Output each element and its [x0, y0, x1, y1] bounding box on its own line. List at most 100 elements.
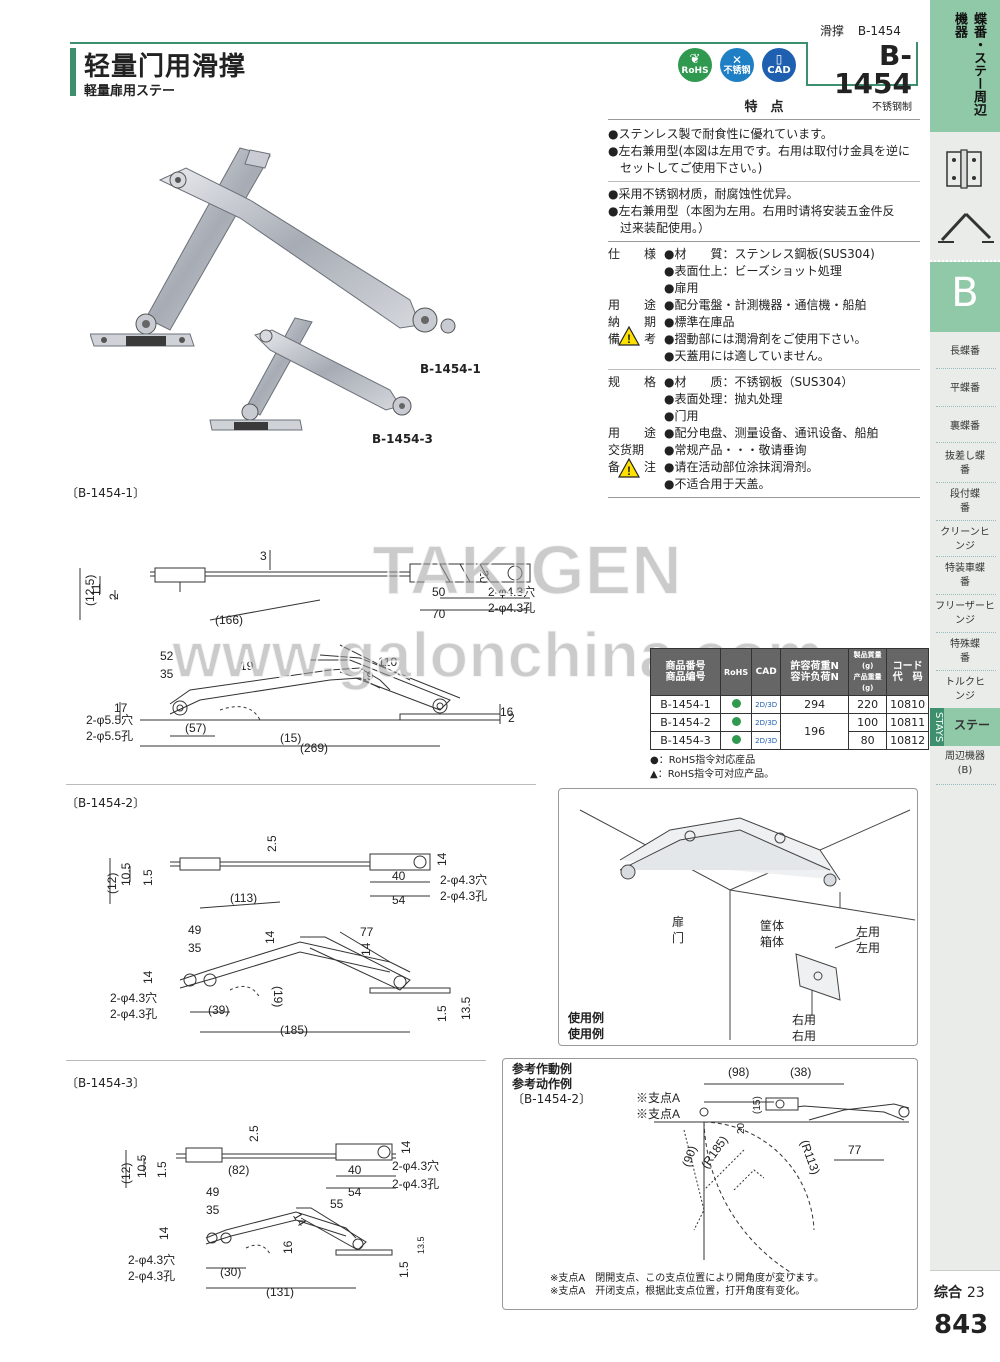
- sidebar-item-back-hinge[interactable]: 裏蝶番: [950, 421, 980, 432]
- section-label-2: 〔B-1454-2〕: [66, 796, 146, 810]
- dim-label: (269): [300, 741, 328, 755]
- table-note: ▲：RoHS指令可对应产品。: [650, 769, 775, 780]
- dim-label: 2-φ4.3孔: [392, 1177, 439, 1191]
- spec-value: ●摺動部には潤滑剤をご使用下さい。: [664, 332, 867, 346]
- dim-label: 40: [392, 869, 406, 883]
- sidebar-item-freezer-hinge[interactable]: フリーザーヒンジ: [935, 601, 995, 626]
- sidebar-divider: [936, 784, 996, 785]
- cell-load: 196: [780, 713, 850, 750]
- dim-label: 2-φ4.3孔: [128, 1269, 175, 1283]
- dim-label: 35: [188, 941, 202, 955]
- spec-row: 納 期●標準在庫品: [608, 314, 920, 331]
- spec-value: ●材 質：ステンレス鋼板(SUS304): [664, 247, 875, 261]
- sidebar-divider: [936, 482, 996, 483]
- dim-label: (12.5): [83, 575, 97, 606]
- dim-label: 2.5: [265, 835, 279, 852]
- sidebar-item-torque-hinge[interactable]: トルクヒンジ: [945, 677, 985, 702]
- dim-label: (113): [230, 891, 257, 905]
- th-text: 产品重量(g): [853, 673, 882, 692]
- dim-label: (R113): [797, 1138, 822, 1176]
- features-jp: ●ステンレス製で耐食性に優れています。 ●左右兼用型(本図は左用です。右用は取付…: [608, 120, 920, 182]
- title-bar: [70, 48, 76, 96]
- sidebar-item-long-hinge[interactable]: 長蝶番: [950, 346, 980, 357]
- sidebar-item-vehicle-hinge[interactable]: 特装車蝶番: [945, 563, 985, 588]
- dim-label: 16: [281, 1240, 295, 1254]
- cell-weight: 220: [848, 695, 888, 714]
- stainless-badge: ✕ 不锈钢: [720, 48, 754, 82]
- spec-value: ●標準在庫品: [664, 315, 735, 329]
- motion-panel: [502, 1058, 918, 1310]
- table-notes: ●：RoHS指令対応産品 ▲：RoHS指令可对应产品。: [650, 754, 929, 782]
- spec-label: 仕 様: [608, 247, 663, 261]
- dim-label: 14: [141, 970, 155, 984]
- spec-row: 备 注●请在活动部位涂抹润滑剂。●不适合用于天盖。: [608, 459, 920, 493]
- rohs-dot-icon: [731, 717, 741, 726]
- spec-value: ●材 质：不锈钢板（SUS304）: [664, 375, 854, 389]
- th-text: コード: [892, 661, 923, 672]
- spec-value: ●表面处理：抛丸处理: [664, 392, 783, 406]
- dim-label: 2-φ4.3穴: [128, 1252, 175, 1267]
- table-note: ●：RoHS指令対応産品: [650, 755, 756, 766]
- header-rule: [70, 42, 918, 44]
- svg-text:!: !: [627, 464, 631, 478]
- dim-label: (15): [280, 731, 301, 745]
- dim-label: 19: [360, 669, 374, 683]
- dim-label: 2-φ4.3孔: [110, 1007, 157, 1021]
- dim-label: 17: [114, 701, 128, 715]
- cell-cad[interactable]: 2D/3D: [751, 713, 782, 732]
- spec-row: 用 途●配分電盤・計測機器・通信機・船舶: [608, 297, 920, 314]
- spec-value: ●扉用: [664, 281, 699, 295]
- motion-title-jp: 参考作動例: [512, 1062, 573, 1076]
- spec-label: 納 期: [608, 315, 663, 329]
- usage-door: 扉: [672, 915, 684, 929]
- section-label-3: 〔B-1454-3〕: [66, 1076, 146, 1090]
- stainless-text: 不锈钢: [723, 65, 751, 76]
- dim-label: (12): [105, 873, 119, 894]
- dim-label: 1.5: [155, 1161, 169, 1178]
- sidebar-divider: [936, 520, 996, 521]
- dim-label: (131): [266, 1285, 294, 1299]
- cell-rohs: [719, 731, 753, 750]
- dim-label: 110: [378, 655, 397, 669]
- cad-text: CAD: [767, 65, 791, 77]
- cell-cord: 10810: [886, 695, 930, 714]
- drawing-b1454-3: 2.5 (12) 10.5 1.5 14 40 54 2-φ4.3穴 2-φ4.…: [119, 1125, 439, 1299]
- dim-label: (12): [119, 1163, 133, 1184]
- series-label: 滑撑: [820, 24, 845, 38]
- sidebar-divider: [936, 670, 996, 671]
- dim-label: (166): [215, 613, 243, 627]
- dim-label: 1.5: [435, 1005, 449, 1022]
- cell-cad[interactable]: 2D/3D: [751, 695, 782, 714]
- sidebar-item-special-hinge[interactable]: 特殊蝶番: [950, 639, 980, 664]
- specs-cn: 规 格●材 质：不锈钢板（SUS304）●表面处理：抛丸处理●门用 用 途●配分…: [608, 370, 920, 498]
- sidebar-item-stays[interactable]: ステー: [953, 718, 990, 732]
- page-number: 843: [934, 1310, 989, 1340]
- motion-note: ※支点A 閉開支点、この支点位置により開角度が変ります。: [550, 1273, 825, 1284]
- sidebar-item-liftoff-hinge[interactable]: 抜差し蝶番: [945, 451, 985, 476]
- product-label-small: B-1454-3: [372, 432, 433, 446]
- th-code: 商品番号商品编号: [650, 648, 721, 696]
- th-text: 代 码: [892, 672, 923, 683]
- footer-box: [930, 1270, 1000, 1362]
- dim-label: (19): [271, 986, 285, 1007]
- dim-label: 19: [240, 659, 254, 673]
- sidebar-item-clean-hinge[interactable]: クリーンヒンジ: [940, 527, 990, 552]
- sparkle-icon: ✕: [731, 52, 743, 67]
- sidebar-item-offset-hinge[interactable]: 段付蝶番: [950, 489, 980, 514]
- feature-line: ●左右兼用型(本図は左用です。右用は取付け金具を逆に: [608, 144, 910, 158]
- rohs-text: RoHS: [681, 66, 709, 77]
- sidebar-item-flat-hinge[interactable]: 平蝶番: [950, 383, 980, 394]
- dim-label: 10.5: [135, 1154, 149, 1178]
- table-row: B-1454-2 2D/3D 196 100 10811: [650, 713, 930, 750]
- feature-line: セットしてご使用下さい。): [620, 161, 763, 175]
- cell-cad[interactable]: 2D/3D: [751, 731, 782, 750]
- feature-line: ●采用不锈钢材质，耐腐蚀性优异。: [608, 187, 799, 201]
- specs-jp: 仕 様●材 質：ステンレス鋼板(SUS304)●表面仕上：ビーズショット処理●扉…: [608, 242, 920, 370]
- table-row: B-1454-3 2D/3D 80 10812: [650, 731, 930, 750]
- th-text: 製品質量(g): [853, 651, 882, 670]
- dim-label: 2: [508, 711, 515, 725]
- sidebar-item-peripherals[interactable]: 周辺機器(B): [945, 751, 985, 776]
- motion-note: ※支点A 开闭支点，根据此支点位置，打开角度有变化。: [550, 1286, 806, 1297]
